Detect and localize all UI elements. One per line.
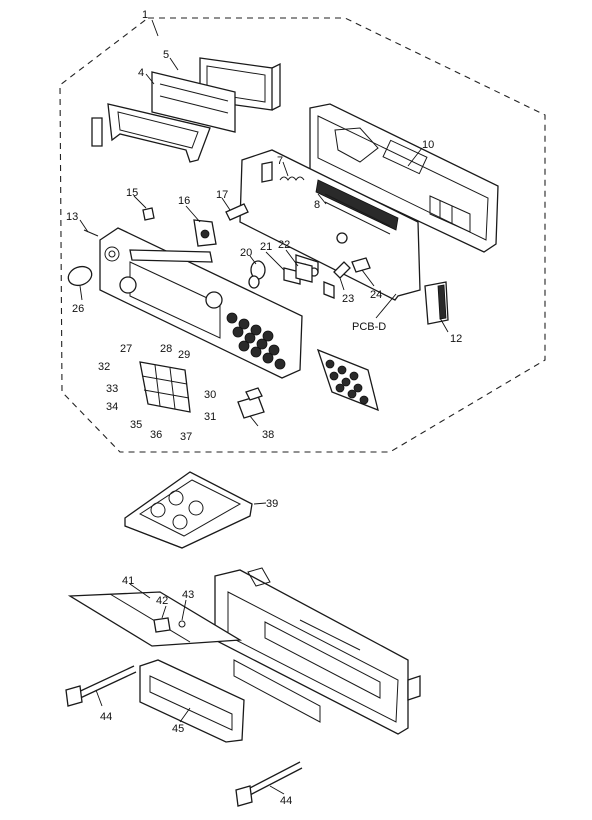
label-7: 7 [277,155,283,167]
label-13: 13 [66,211,78,223]
label-12: 12 [450,333,462,345]
label-37: 37 [180,431,192,443]
label-16: 16 [178,195,190,207]
label-26: 26 [72,303,84,315]
label-27: 27 [120,343,132,355]
label-10: 10 [422,139,434,151]
label-43: 43 [182,589,194,601]
label-32: 32 [98,361,110,373]
label-23: 23 [342,293,354,305]
label-41: 41 [122,575,134,587]
callout-labels: 1 5 4 7 10 8 15 16 17 13 20 21 22 26 23 … [66,9,462,807]
label-31: 31 [204,411,216,423]
part-44-tool-lower [235,761,303,807]
assembly-boundary [59,17,546,453]
label-15: 15 [126,187,138,199]
bottom-housing [214,567,421,735]
part-10-rear-housing [309,103,499,253]
label-28: 28 [160,343,172,355]
part-39-cover-plate [124,471,253,549]
label-29: 29 [178,349,190,361]
part-7-spring [279,176,305,181]
label-21: 21 [260,241,272,253]
label-45: 45 [172,723,184,735]
label-44-lower: 44 [280,795,292,807]
part-44-tool-upper [65,665,137,707]
leader-lines [79,19,449,795]
front-panel-assembly [99,227,303,379]
small-components [67,203,371,289]
label-38: 38 [262,429,274,441]
label-34: 34 [106,401,118,413]
label-39: 39 [266,498,278,510]
label-8: 8 [314,199,320,211]
label-33: 33 [106,383,118,395]
part-38-switch [237,387,265,419]
label-30: 30 [204,389,216,401]
label-20: 20 [240,247,252,259]
rubber-keypad-rear [316,348,379,412]
label-36: 36 [150,429,162,441]
part-12-side-bracket [424,281,449,325]
label-24: 24 [370,289,382,301]
parts-42-43 [153,617,186,633]
label-22: 22 [278,239,290,251]
front-panel-buttons [226,312,286,370]
label-1: 1 [142,9,148,21]
key-cluster [139,361,191,413]
label-44-upper: 44 [100,711,112,723]
label-17: 17 [216,189,228,201]
part-4-label-plate [151,71,236,133]
label-pcb-d: PCB-D [352,321,386,333]
part-41-flat-strip [67,591,243,647]
bracket-frame [91,103,211,163]
label-4: 4 [138,67,144,79]
label-5: 5 [163,49,169,61]
part-45-front-plate [139,659,245,743]
label-42: 42 [156,595,168,607]
label-35: 35 [130,419,142,431]
